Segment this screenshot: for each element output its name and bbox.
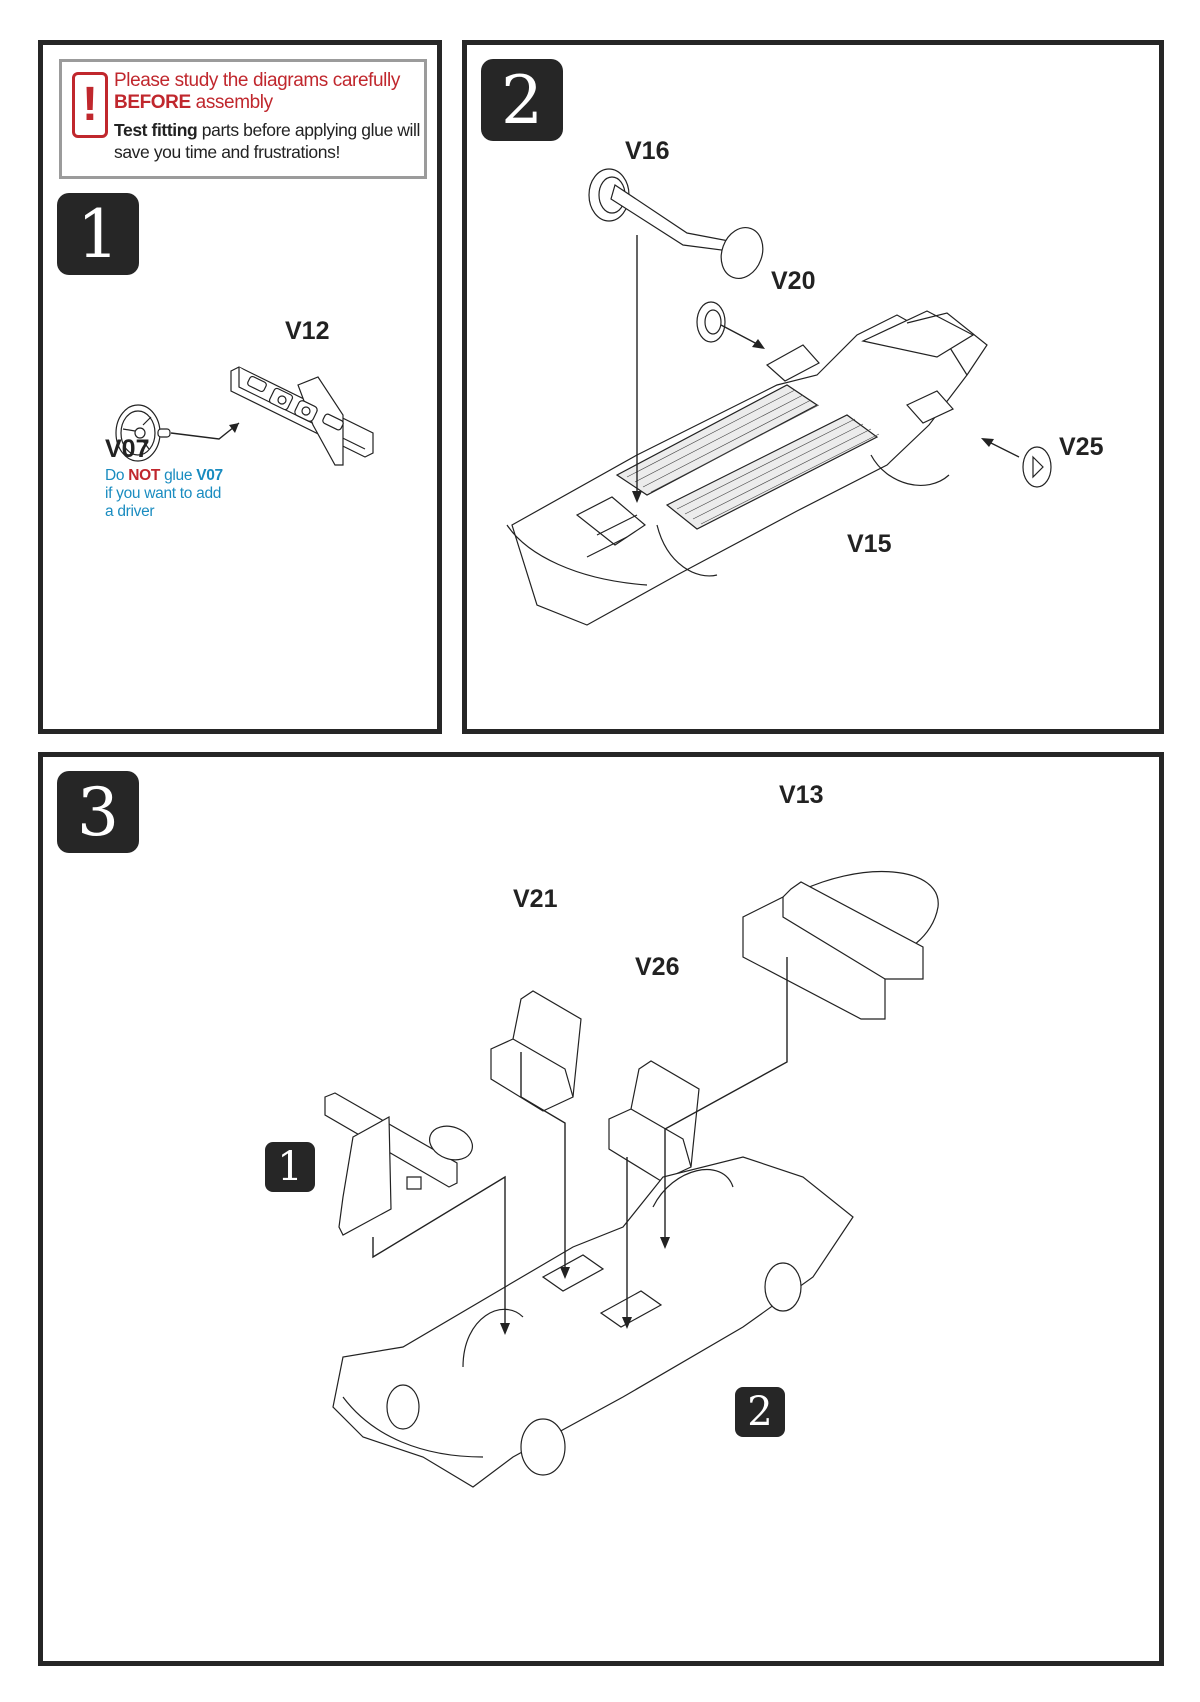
assembly-arrow (521, 1052, 565, 1272)
front-seat-right-part (609, 1061, 699, 1181)
warning-line-2: BEFORE assembly (114, 92, 273, 114)
assembly-arrow (721, 325, 759, 345)
arrow-head-icon (752, 339, 765, 349)
arrow-head-icon (981, 438, 994, 447)
warning-test-fitting: Test fitting (114, 120, 198, 140)
arrow-head-icon (500, 1323, 510, 1335)
sub-assembly-badge-2: 2 (735, 1387, 785, 1437)
assembly-arrow (987, 441, 1019, 457)
note-middle: glue (160, 467, 197, 484)
note-not-emphasis: NOT (128, 467, 161, 484)
warning-line-3: Test fitting parts before applying glue … (114, 120, 420, 141)
step-number-badge: 1 (57, 193, 139, 275)
part-label-v26: V26 (635, 953, 680, 981)
warning-line-4: save you time and frustrations! (114, 142, 340, 162)
note-part: V07 (196, 467, 223, 484)
part-label-v15: V15 (847, 530, 892, 558)
part-label-v16: V16 (625, 137, 670, 165)
part-label-v25: V25 (1059, 433, 1104, 461)
seat-installation-diagram (43, 757, 1159, 1661)
part-label-v20: V20 (771, 267, 816, 295)
assembly-arrow (665, 957, 787, 1242)
step-2-panel: 2 (462, 40, 1164, 734)
step-1-panel: ! Please study the diagrams carefully BE… (38, 40, 442, 734)
chassis-assembly (333, 1157, 853, 1487)
step-number-badge: 2 (481, 59, 563, 141)
part-label-v13: V13 (779, 781, 824, 809)
warning-line-3-rest: parts before applying glue will (197, 120, 421, 140)
driver-note: Do NOT glue V07 if you want to add a dri… (105, 467, 223, 521)
warning-line-2-rest: assembly (190, 92, 273, 113)
driver-note-line-3: a driver (105, 503, 155, 520)
arrow-head-icon (560, 1267, 570, 1279)
warning-box: ! Please study the diagrams carefully BE… (59, 59, 427, 179)
part-label-v21: V21 (513, 885, 558, 913)
arrow-head-icon (632, 491, 642, 503)
part-label-v07: V07 (105, 435, 150, 463)
floor-ribs (627, 390, 879, 524)
chassis-diagram (467, 45, 1159, 729)
warning-before-emphasis: BEFORE (114, 92, 191, 113)
dashboard-diagram (43, 45, 437, 729)
driver-note-line-1: Do NOT glue V07 (105, 467, 223, 485)
exclamation-icon: ! (72, 72, 108, 138)
driver-note-line-2: if you want to add (105, 485, 222, 502)
front-seat-left-part (491, 991, 581, 1111)
dashboard-assembly (325, 1093, 457, 1187)
arrow-head-icon (229, 423, 239, 433)
step-3-panel: 3 (38, 752, 1164, 1666)
assembly-arrow (373, 1177, 505, 1327)
note-prefix: Do (105, 467, 129, 484)
step-number-badge: 3 (57, 771, 139, 853)
part-label-v12: V12 (285, 317, 330, 345)
arrow-head-icon (622, 1317, 632, 1329)
warning-line-1: Please study the diagrams carefully (114, 70, 400, 91)
assembly-arrow (171, 423, 239, 439)
sub-assembly-badge-1: 1 (265, 1142, 315, 1192)
arrow-head-icon (660, 1237, 670, 1249)
